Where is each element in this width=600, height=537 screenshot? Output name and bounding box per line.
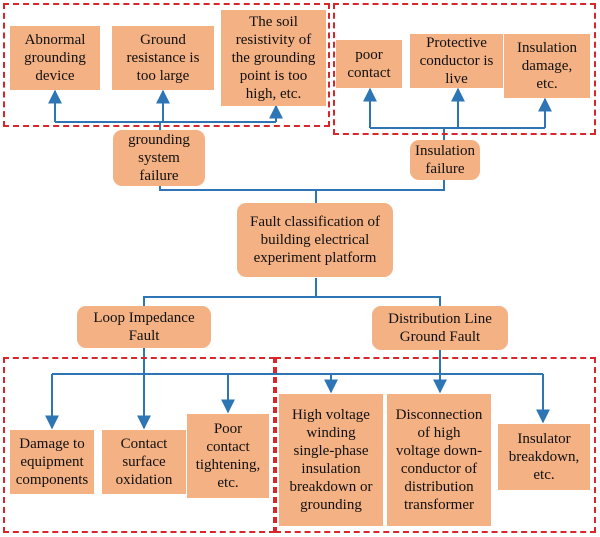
cause-damage-equipment-components: Damage to equipment components [10,430,94,494]
connector-root-to-loop [143,278,317,306]
connector-root-to-insulation [316,180,445,191]
node-root-fault-classification: Fault classification of building electri… [237,203,393,277]
cause-contact-surface-oxidation: Contact surface oxidation [102,430,186,494]
cause-insulation-damage: Insulation damage, etc. [504,34,590,98]
node-distribution-line-ground-fault: Distribution Line Ground Fault [372,306,508,350]
cause-disconnection-hv-down-conductor: Disconnection of high voltage down- cond… [387,394,491,526]
insulation-causes-group [333,3,596,135]
grounding-causes-group [3,3,330,127]
cause-poor-contact-tightening: Poor contact tightening, etc. [187,414,269,498]
connector-root-to-grounding [159,184,317,205]
connector-root-to-distribution [316,296,441,306]
node-grounding-system-failure: grounding system failure [113,130,205,186]
loop-causes-group [3,357,275,533]
cause-poor-contact: poor contact [336,40,402,88]
distribution-causes-group [275,357,596,533]
node-loop-impedance-fault: Loop Impedance Fault [77,306,211,348]
cause-abnormal-grounding-device: Abnormal grounding device [10,26,100,90]
node-insulation-failure: Insulation failure [410,140,480,180]
cause-insulator-breakdown: Insulator breakdown, etc. [498,424,590,490]
cause-soil-resistivity-high: The soil resistivity of the grounding po… [221,10,326,106]
cause-ground-resistance-large: Ground resistance is too large [112,26,214,90]
cause-hv-winding-insulation-breakdown: High voltage winding single-phase insula… [279,394,383,526]
cause-protective-conductor-live: Protective conductor is live [410,34,503,88]
